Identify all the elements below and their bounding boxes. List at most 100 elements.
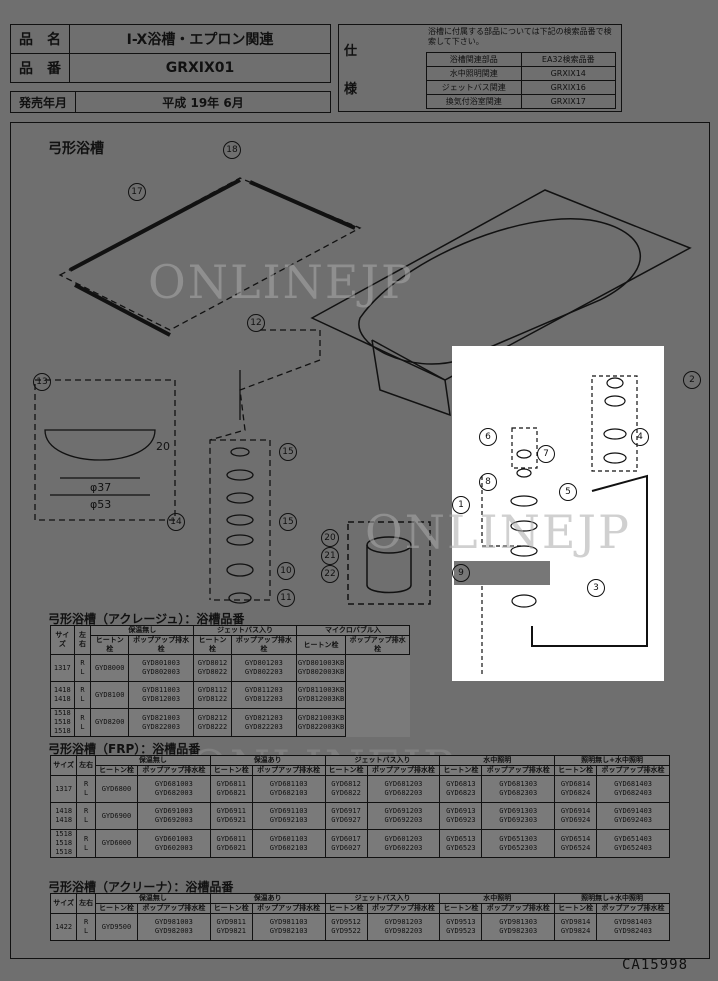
header-side: 左右 xyxy=(73,625,92,655)
column-header: ポップアップ排水栓 xyxy=(481,765,556,776)
table-cell: GYD6800 xyxy=(95,775,138,803)
callout-14: 14 xyxy=(167,513,185,531)
table3-title: 弓形浴槽（アクリーナ）：浴槽品番 xyxy=(48,880,234,894)
spec-box xyxy=(338,24,622,112)
column-header: ヒートン栓 xyxy=(209,765,253,776)
column-header: ヒートン栓 xyxy=(95,765,138,776)
callout-1: 1 xyxy=(452,496,470,514)
column-header: ポップアップ排水栓 xyxy=(136,903,211,914)
diagram-title: 弓形浴槽 xyxy=(48,141,104,157)
drain-detail-panel xyxy=(452,346,664,681)
spec-note: 浴槽に付属する部品については下記の検索品番で検索して下さい。 xyxy=(428,27,612,46)
header-size: サイズ xyxy=(50,625,75,655)
spec-cell: EA32検索品番 xyxy=(520,53,616,66)
callout-17: 17 xyxy=(128,183,146,201)
table1-title: 弓形浴槽（アクレージュ）：浴槽品番 xyxy=(48,612,245,626)
column-header: ポップアップ排水栓 xyxy=(596,903,670,914)
header-size: サイズ xyxy=(49,755,78,776)
spec-cell: GRXIX17 xyxy=(520,95,616,108)
dim-37: φ37 xyxy=(90,481,112,494)
table-cell: 1422 xyxy=(49,913,78,941)
plug-detail xyxy=(34,379,176,521)
diagram-frame xyxy=(10,122,710,959)
column-header: ヒートン栓 xyxy=(439,765,483,776)
table-acrina: サイズ左右保温無し保温ありジェットバス入り水中照明照明無し+水中照明ヒートン栓ポ… xyxy=(49,893,670,941)
column-header: ヒートン栓 xyxy=(193,635,232,655)
callout-20: 20 xyxy=(321,529,339,547)
group-header: 水中照明 xyxy=(439,893,556,904)
group-header: 水中照明 xyxy=(439,755,556,766)
column-header: ヒートン栓 xyxy=(295,635,347,655)
bathtub-drawing xyxy=(310,189,692,417)
group-header: マイクロバブル入 xyxy=(295,625,411,636)
column-header: ヒートン栓 xyxy=(209,903,253,914)
drain-assembly xyxy=(209,329,321,604)
group-header: 照明無し+水中照明 xyxy=(554,893,670,904)
spec-cell: 換気付浴室関連 xyxy=(445,97,502,106)
column-header: ヒートン栓 xyxy=(439,903,483,914)
table-cell: GYD6000 xyxy=(95,829,138,858)
spec-cell: 水中照明関連 xyxy=(449,69,498,78)
watermark-1: ONLINEJP xyxy=(148,255,414,309)
table-cell: 1317 xyxy=(50,654,75,682)
hinban-value: GRXIX01 xyxy=(69,53,331,83)
callout-3: 3 xyxy=(587,579,605,597)
watermark-2: ONLINEJP xyxy=(365,505,631,559)
column-header: ヒートン栓 xyxy=(324,903,368,914)
spec-row: 換気付浴室関連 GRXIX17 xyxy=(426,95,616,109)
spec-label-1: 仕 xyxy=(344,44,358,59)
dim-20: 20 xyxy=(156,440,170,453)
column-header: ポップアップ排水栓 xyxy=(128,635,195,655)
callout-15: 15 xyxy=(279,513,297,531)
callout-4: 4 xyxy=(631,428,649,446)
callout-10: 10 xyxy=(277,562,295,580)
callout-22: 22 xyxy=(321,565,339,583)
column-header: ヒートン栓 xyxy=(324,765,368,776)
header-side: 左右 xyxy=(76,893,97,914)
callout-18: 18 xyxy=(223,141,241,159)
callout-13: 13 xyxy=(33,373,51,391)
callout-6: 6 xyxy=(479,428,497,446)
table-cell: 1317 xyxy=(49,775,78,803)
column-header: ヒートン栓 xyxy=(554,903,598,914)
column-header: ポップアップ排水栓 xyxy=(481,903,556,914)
column-header: ポップアップ排水栓 xyxy=(596,765,670,776)
cylinder-part xyxy=(347,521,431,605)
